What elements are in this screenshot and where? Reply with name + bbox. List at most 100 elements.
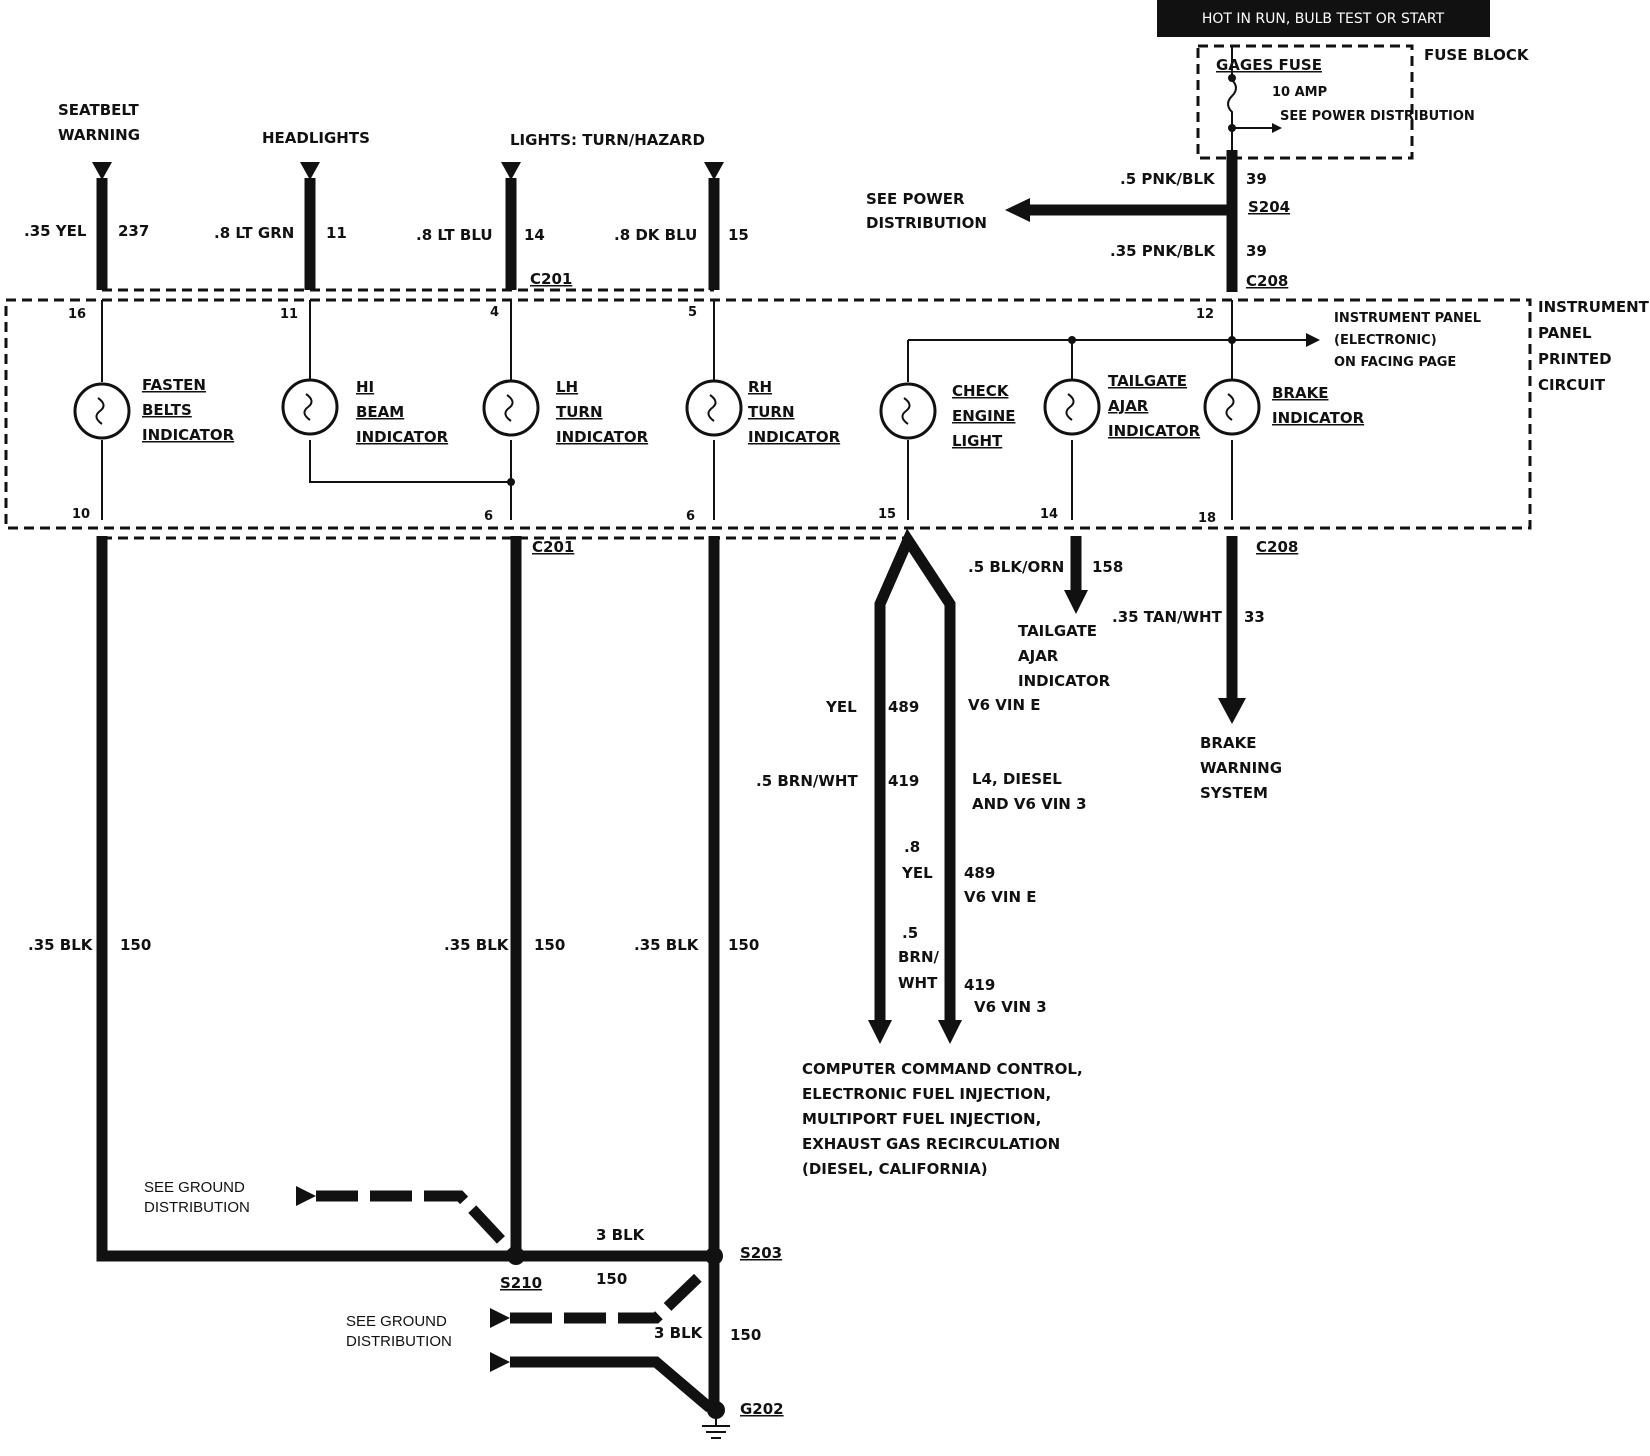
ground-3blk-top: 3 BLK — [596, 1226, 646, 1244]
power-circuit-top: 39 — [1246, 170, 1267, 188]
see-ground-wire-1 — [316, 1190, 521, 1260]
bulb-filament-icon — [95, 397, 105, 425]
ce-size-d: .5 — [902, 924, 918, 942]
ce-note-a: V6 VIN E — [968, 696, 1040, 714]
tailgate-arrow — [1064, 590, 1088, 614]
see-power-arrow — [1005, 198, 1030, 222]
instrument-panel-box — [4, 298, 1532, 530]
electronic-note-3: ON FACING PAGE — [1334, 355, 1456, 370]
see-ground-2-b: DISTRIBUTION — [346, 1333, 452, 1350]
ground-wire-1-circuit: 150 — [120, 936, 151, 954]
panel-label-4: CIRCUIT — [1538, 376, 1606, 394]
power-circuit-bottom: 39 — [1246, 242, 1267, 260]
ground-wire-3-circuit: 150 — [728, 936, 759, 954]
ground-g202-node — [707, 1401, 725, 1419]
feed-turn-hazard: LIGHTS: TURN/HAZARD .8 LT BLU 14 C201 .8… — [416, 131, 749, 290]
ce-circuit-d: 419 — [964, 976, 995, 994]
power-wire-bottom: .35 PNK/BLK — [1110, 242, 1216, 260]
headlights-circuit: 11 — [326, 224, 347, 242]
ground-wire-3-label: .35 BLK — [634, 936, 700, 954]
pin-16: 16 — [68, 307, 86, 322]
ce-wire-d2: WHT — [898, 974, 938, 992]
pin-4: 4 — [490, 305, 499, 320]
connector-c201-top: C201 — [530, 270, 572, 288]
turn-hazard-label: LIGHTS: TURN/HAZARD — [510, 131, 705, 149]
ce-wire-d: BRN/ — [898, 948, 940, 966]
fuse-rating: 10 AMP — [1272, 85, 1327, 100]
check-engine-arrow-right — [938, 1020, 962, 1044]
seatbelt-circuit: 237 — [118, 222, 149, 240]
tailgate-wire-label: .5 BLK/ORN — [968, 558, 1064, 576]
see-ground-2-a: SEE GROUND — [346, 1313, 447, 1330]
see-power-dist-1: SEE POWER — [866, 190, 965, 208]
hot-in-run-text: HOT IN RUN, BULB TEST OR START — [1202, 11, 1445, 27]
splice-s203-label: S203 — [740, 1244, 782, 1262]
connector-c208-bottom: C208 — [1256, 538, 1298, 556]
panel-label-1: INSTRUMENT — [1538, 298, 1650, 316]
pin-6b: 6 — [686, 509, 695, 524]
bulb-icon — [482, 379, 540, 437]
pin-11: 11 — [280, 307, 298, 322]
power-wire-top: .5 PNK/BLK — [1120, 170, 1216, 188]
see-ground-wire-2b — [510, 1356, 714, 1413]
seatbelt-arrow — [92, 162, 112, 180]
panel-label-2: PANEL — [1538, 324, 1592, 342]
seatbelt-label-1: SEATBELT — [58, 101, 139, 119]
ce-circuit-b: 419 — [888, 772, 919, 790]
pin-5: 5 — [688, 305, 697, 320]
see-ground-1-b: DISTRIBUTION — [144, 1199, 250, 1216]
lh-feed-arrow — [501, 162, 521, 180]
pin-14: 14 — [1040, 507, 1058, 522]
rh-feed-circuit: 15 — [728, 226, 749, 244]
pin-6a: 6 — [484, 509, 493, 524]
fuse-block-box — [1196, 44, 1414, 160]
bulb-icon — [685, 379, 743, 437]
ground-wire-fasten-belts — [96, 536, 520, 1262]
panel-label-3: PRINTED — [1538, 350, 1612, 368]
headlights-label: HEADLIGHTS — [262, 129, 370, 147]
ground-wire-1-label: .35 BLK — [28, 936, 94, 954]
bulb-filament-icon — [707, 394, 717, 422]
pin-18: 18 — [1198, 511, 1216, 526]
see-ground-wire-2a — [510, 1266, 710, 1324]
fuse-branch-arrow — [1272, 123, 1282, 133]
ce-circuit-a: 489 — [888, 698, 919, 716]
seatbelt-wire-label: .35 YEL — [24, 222, 87, 240]
rh-feed-wire-label: .8 DK BLU — [614, 226, 697, 244]
node-tailgate — [1068, 336, 1076, 344]
fuse-node-top — [1228, 74, 1236, 82]
ce-wire-b: .5 BRN/WHT — [756, 772, 858, 790]
see-ground-arrow-2a — [490, 1308, 510, 1328]
electronic-note-1: INSTRUMENT PANEL — [1334, 311, 1481, 326]
see-power-dist-2: DISTRIBUTION — [866, 214, 987, 232]
headlights-arrow — [300, 162, 320, 180]
ground-circuit-bottom: 150 — [730, 1326, 761, 1344]
connector-c208-top: C208 — [1246, 272, 1288, 290]
pin-10: 10 — [72, 507, 90, 522]
ce-note-d: V6 VIN 3 — [974, 998, 1047, 1016]
ce-circuit-c: 489 — [964, 864, 995, 882]
brake-circuit: 33 — [1244, 608, 1265, 626]
feed-headlights: HEADLIGHTS .8 LT GRN 11 — [214, 129, 370, 290]
tailgate-circuit: 158 — [1092, 558, 1123, 576]
electronic-arrow — [1306, 333, 1320, 347]
bulb-filament-icon — [504, 394, 514, 422]
bulb-filament-icon — [1065, 393, 1075, 421]
bulb-filament-icon — [303, 393, 313, 421]
ground-symbol-icon — [702, 1418, 730, 1439]
ground-wire-2-label: .35 BLK — [444, 936, 510, 954]
ground-wire-2-circuit: 150 — [534, 936, 565, 954]
